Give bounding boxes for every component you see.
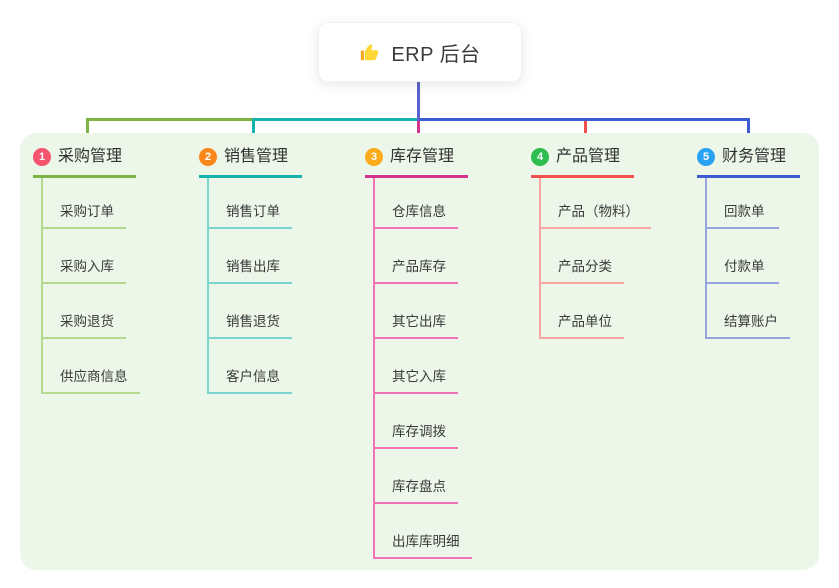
root-node[interactable]: ERP 后台 [318,22,522,82]
child-node[interactable]: 产品单位 [541,284,624,339]
branch-title: 产品管理 [556,148,621,165]
mindmap-panel [20,133,819,570]
root-title: ERP 后台 [391,43,481,66]
child-node[interactable]: 产品库存 [375,229,458,284]
branch-column-3: 3 库存管理仓库信息产品库存其它出库其它入库库存调拨库存盘点出库库明细 [365,146,472,559]
branch-number-badge: 1 [33,148,51,166]
branch-children: 产品（物料）产品分类产品单位 [539,178,651,339]
child-node[interactable]: 客户信息 [209,339,292,394]
child-node[interactable]: 供应商信息 [43,339,140,394]
child-node[interactable]: 销售出库 [209,229,292,284]
branch-number-badge: 2 [199,148,217,166]
branch-column-5: 5 财务管理回款单付款单结算账户 [697,146,801,339]
branch-column-1: 1 采购管理采购订单采购入库采购退货供应商信息 [33,146,140,394]
branch-title: 库存管理 [390,148,455,165]
branch-title: 财务管理 [722,148,787,165]
branch-title: 销售管理 [224,148,289,165]
child-node[interactable]: 付款单 [707,229,779,284]
connector-drop-4 [584,118,587,146]
branch-column-4: 4 产品管理产品（物料）产品分类产品单位 [531,146,651,339]
child-node[interactable]: 销售订单 [209,178,292,229]
branch-children: 销售订单销售出库销售退货客户信息 [207,178,292,394]
branch-number-badge: 3 [365,148,383,166]
branch-header-5[interactable]: 5 财务管理 [697,146,801,178]
child-node[interactable]: 产品（物料） [541,178,651,229]
connector-root-stub [417,82,420,121]
connector-drop-2 [252,118,255,146]
child-node[interactable]: 销售退货 [209,284,292,339]
branch-number-badge: 5 [697,148,715,166]
connector-drop-3 [417,118,420,146]
child-node[interactable]: 其它出库 [375,284,458,339]
child-node[interactable]: 采购退货 [43,284,126,339]
connector-drop-5 [747,118,750,146]
connector-trunk-right-blue [419,118,750,121]
branch-children: 回款单付款单结算账户 [705,178,790,339]
child-node[interactable]: 结算账户 [707,284,790,339]
child-node[interactable]: 库存调拨 [375,394,458,449]
child-node[interactable]: 采购订单 [43,178,126,229]
branch-number-badge: 4 [531,148,549,166]
child-node[interactable]: 仓库信息 [375,178,458,229]
child-node[interactable]: 回款单 [707,178,779,229]
thumbs-up-icon [359,41,381,63]
branch-children: 采购订单采购入库采购退货供应商信息 [41,178,140,394]
connector-drop-1 [86,118,89,146]
child-node[interactable]: 其它入库 [375,339,458,394]
child-node[interactable]: 产品分类 [541,229,624,284]
child-node[interactable]: 出库库明细 [375,504,472,559]
branch-children: 仓库信息产品库存其它出库其它入库库存调拨库存盘点出库库明细 [373,178,472,559]
connector-trunk-left-teal [252,118,420,121]
branch-column-2: 2 销售管理销售订单销售出库销售退货客户信息 [199,146,303,394]
child-node[interactable]: 采购入库 [43,229,126,284]
branch-header-2[interactable]: 2 销售管理 [199,146,303,178]
branch-title: 采购管理 [58,148,123,165]
branch-header-4[interactable]: 4 产品管理 [531,146,635,178]
branch-header-3[interactable]: 3 库存管理 [365,146,469,178]
child-node[interactable]: 库存盘点 [375,449,458,504]
branch-header-1[interactable]: 1 采购管理 [33,146,137,178]
